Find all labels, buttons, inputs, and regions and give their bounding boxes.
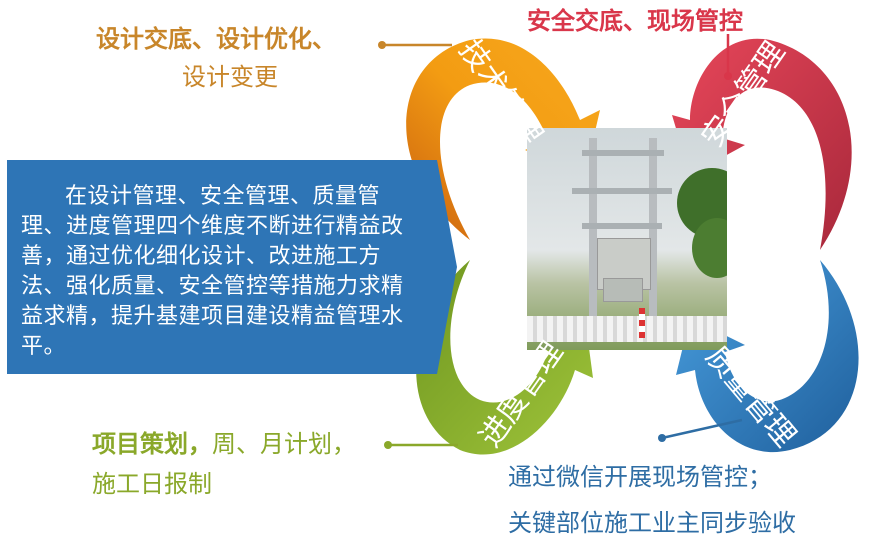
progress-note-line1: 项目策划，周、月计划， bbox=[92, 427, 356, 461]
quality-note-line1: 通过微信开展现场管控； bbox=[508, 463, 772, 491]
fence bbox=[527, 316, 727, 342]
tree bbox=[692, 218, 727, 278]
quality-arrow bbox=[676, 260, 859, 453]
safety-note: 安全交底、现场管控 bbox=[527, 7, 743, 35]
safety-pointer-line bbox=[724, 34, 732, 80]
progress-note-bold: 项目策划， bbox=[92, 430, 212, 458]
substation-photo bbox=[527, 128, 727, 350]
tech-note-line2: 设计变更 bbox=[182, 63, 278, 91]
safety-arrow bbox=[672, 38, 852, 251]
tech-note-line1: 设计交底、设计优化、 bbox=[96, 25, 336, 53]
switch-box bbox=[603, 278, 643, 302]
progress-arrow bbox=[416, 260, 593, 455]
tech-pointer-line bbox=[378, 41, 452, 49]
cross-beam bbox=[572, 188, 672, 194]
summary-callout: 在设计管理、安全管理、质量管理、进度管理四个维度不断进行精益改善，通过优化细化设… bbox=[7, 160, 457, 374]
progress-note-line2: 施工日报制 bbox=[92, 470, 212, 498]
callout-text: 在设计管理、安全管理、质量管理、进度管理四个维度不断进行精益改善，通过优化细化设… bbox=[21, 184, 404, 359]
quality-pointer-line bbox=[658, 418, 743, 442]
quality-note-line2: 关键部位施工业主同步验收 bbox=[508, 509, 796, 537]
progress-pointer-line bbox=[384, 441, 458, 449]
cross-beam bbox=[582, 223, 662, 229]
cross-beam bbox=[582, 150, 664, 156]
progress-note-rest: 周、月计划， bbox=[212, 430, 356, 458]
warning-post bbox=[639, 308, 645, 338]
tech-arrow bbox=[406, 38, 600, 240]
